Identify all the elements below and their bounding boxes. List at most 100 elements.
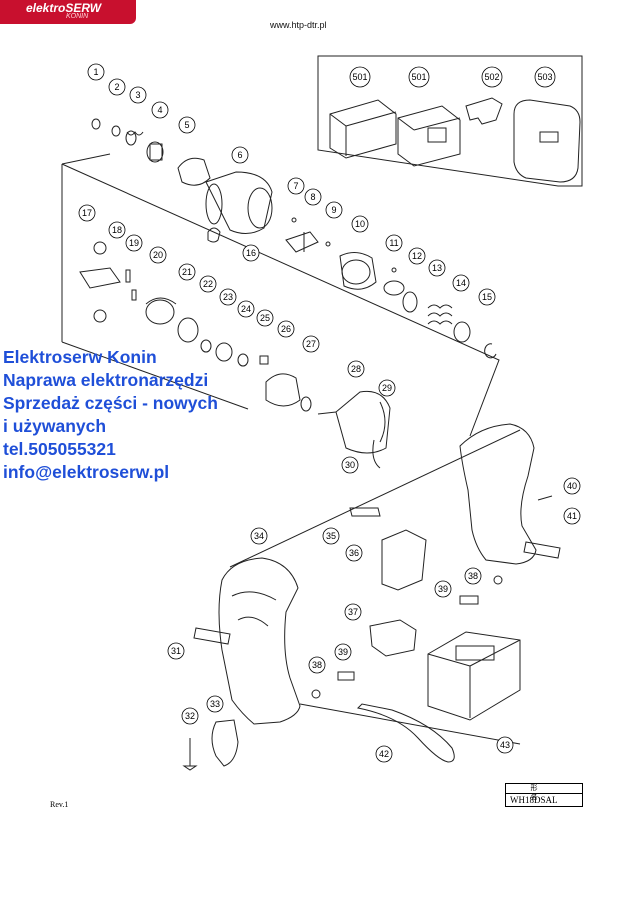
- callout-label: 29: [382, 383, 392, 393]
- callout-label: 34: [254, 531, 264, 541]
- callout-circle: [428, 259, 446, 277]
- callout-circle: [219, 288, 237, 306]
- callout-circle: [334, 643, 352, 661]
- promo-email[interactable]: info@elektroserw.pl: [3, 462, 170, 482]
- callout-circle: [347, 360, 365, 378]
- callout-label: 10: [355, 219, 365, 229]
- callout-label: 22: [203, 279, 213, 289]
- callout-circle: [341, 456, 359, 474]
- callout-label: 5: [184, 120, 189, 130]
- callout-label: 19: [129, 238, 139, 248]
- callout-circle: [304, 188, 322, 206]
- callout-label: 30: [345, 460, 355, 470]
- callout-label: 9: [331, 205, 336, 215]
- callout-label: 32: [185, 711, 195, 721]
- callout-circle: [378, 379, 396, 397]
- callout-circle: [129, 86, 147, 104]
- callout-label: 8: [310, 192, 315, 202]
- callout-label: 42: [379, 749, 389, 759]
- title-block-header: 形 名: [506, 784, 582, 801]
- callout-circle: [302, 335, 320, 353]
- callout-label: 25: [260, 313, 270, 323]
- header-url: www.htp-dtr.pl: [270, 20, 327, 30]
- callout-circle: [408, 66, 430, 88]
- promo-service: Naprawa elektronarzędzi: [3, 370, 209, 390]
- promo-phone[interactable]: tel.505055321: [3, 439, 116, 459]
- callout-circle: [478, 288, 496, 306]
- callout-circle: [534, 66, 556, 88]
- callout-circle: [322, 527, 340, 545]
- callout-circle: [237, 300, 255, 318]
- callout-label: 14: [456, 278, 466, 288]
- accessories-frame: [317, 55, 583, 187]
- callout-label: 21: [182, 267, 192, 277]
- callout-label: 502: [484, 72, 499, 82]
- callout-circle: [344, 603, 362, 621]
- promo-text-block: Elektroserw Konin Naprawa elektronarzędz…: [3, 346, 218, 484]
- callout-label: 18: [112, 225, 122, 235]
- callout-label: 15: [482, 292, 492, 302]
- callout-circle: [345, 544, 363, 562]
- callout-label: 13: [432, 263, 442, 273]
- callout-label: 38: [312, 660, 322, 670]
- revision-label: Rev.1: [50, 800, 69, 809]
- callout-circle: [108, 221, 126, 239]
- logo-brand: elektroSERW: [26, 1, 102, 15]
- callout-label: 503: [537, 72, 552, 82]
- model-number: WH18DSAL: [510, 795, 558, 805]
- callout-label: 2: [114, 82, 119, 92]
- callout-label: 1: [93, 67, 98, 77]
- callout-label: 43: [500, 740, 510, 750]
- callout-circle: [108, 78, 126, 96]
- callout-circle: [178, 263, 196, 281]
- callout-label: 3: [135, 90, 140, 100]
- callout-label: 501: [352, 72, 367, 82]
- callout-label: 4: [157, 105, 162, 115]
- callout-labels: 1 2 3 4 5 6 7 8 9 10 11 12 13 14 15 16 1…: [82, 67, 577, 759]
- promo-sales: Sprzedaż części - nowych: [3, 393, 218, 413]
- callout-label: 20: [153, 250, 163, 260]
- callout-label: 27: [306, 339, 316, 349]
- callout-circle: [151, 101, 169, 119]
- callout-label: 11: [389, 238, 398, 248]
- callout-label: 41: [567, 511, 577, 521]
- callout-label: 12: [412, 251, 422, 261]
- callout-circle: [242, 244, 260, 262]
- callout-label: 39: [438, 584, 448, 594]
- callout-circle: [178, 116, 196, 134]
- callout-circle: [375, 745, 393, 763]
- title-block: 形 名 WH18DSAL: [505, 783, 583, 807]
- callout-label: 28: [351, 364, 361, 374]
- callout-circle: [325, 201, 343, 219]
- callout-circle: [256, 309, 274, 327]
- callout-circle: [250, 527, 268, 545]
- callout-label: 38: [468, 571, 478, 581]
- callout-circle: [308, 656, 326, 674]
- callout-circle: [349, 66, 371, 88]
- company-logo: elektroSERW KONIN: [0, 0, 136, 24]
- callout-label: 24: [241, 304, 251, 314]
- callout-circle: [199, 275, 217, 293]
- callout-circle: [287, 177, 305, 195]
- callout-circle: [563, 477, 581, 495]
- callout-circle: [385, 234, 403, 252]
- callout-circle: [481, 66, 503, 88]
- callout-label: 37: [348, 607, 358, 617]
- callout-circle: [125, 234, 143, 252]
- callout-circle: [277, 320, 295, 338]
- callout-label: 33: [210, 699, 220, 709]
- callout-label: 40: [567, 481, 577, 491]
- promo-sales-cont: i używanych: [3, 416, 107, 436]
- callout-label: 16: [246, 248, 256, 258]
- callout-circle: [496, 736, 514, 754]
- callout-label: 17: [82, 208, 92, 218]
- callout-label: 26: [281, 324, 291, 334]
- callout-circle: [167, 642, 185, 660]
- callout-circle: [464, 567, 482, 585]
- callout-label: 23: [223, 292, 233, 302]
- callout-label: 7: [293, 181, 298, 191]
- callout-circle: [78, 204, 96, 222]
- callout-circle: [231, 146, 249, 164]
- callout-label: 501: [411, 72, 426, 82]
- callout-circle: [434, 580, 452, 598]
